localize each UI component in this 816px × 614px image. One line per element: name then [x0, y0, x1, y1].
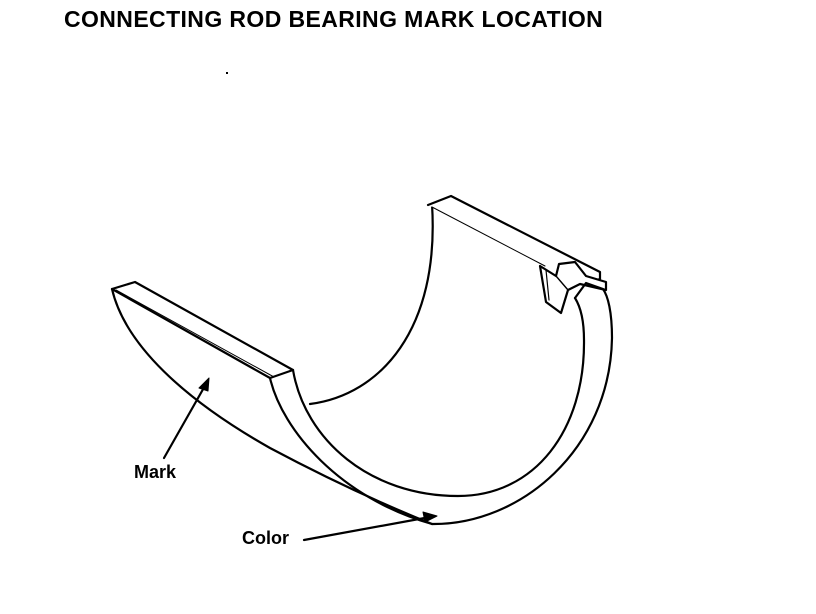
outer-back-surface — [110, 287, 434, 526]
mark-arrow-head — [198, 377, 210, 392]
color-arrow-line — [302, 515, 432, 542]
left-face-inner-line — [115, 289, 275, 378]
right-face-inner-line — [431, 206, 546, 267]
page-title: CONNECTING ROD BEARING MARK LOCATION — [64, 6, 604, 32]
inner-bore-curve — [291, 296, 586, 498]
mark-label: Mark — [134, 462, 177, 482]
outer-front-curve — [430, 287, 614, 526]
locating-tang — [538, 260, 608, 315]
left-parting-face — [110, 280, 295, 380]
right-end-edge — [573, 281, 605, 300]
mark-arrow-line — [162, 382, 208, 460]
front-thickness-edge — [268, 376, 434, 526]
color-arrow-head — [422, 511, 438, 523]
tang-inner-line — [555, 275, 569, 291]
tang-side-line — [545, 269, 550, 301]
color-label: Color — [242, 528, 289, 548]
scan-speck — [226, 72, 228, 74]
back-bore-edge — [308, 202, 434, 406]
